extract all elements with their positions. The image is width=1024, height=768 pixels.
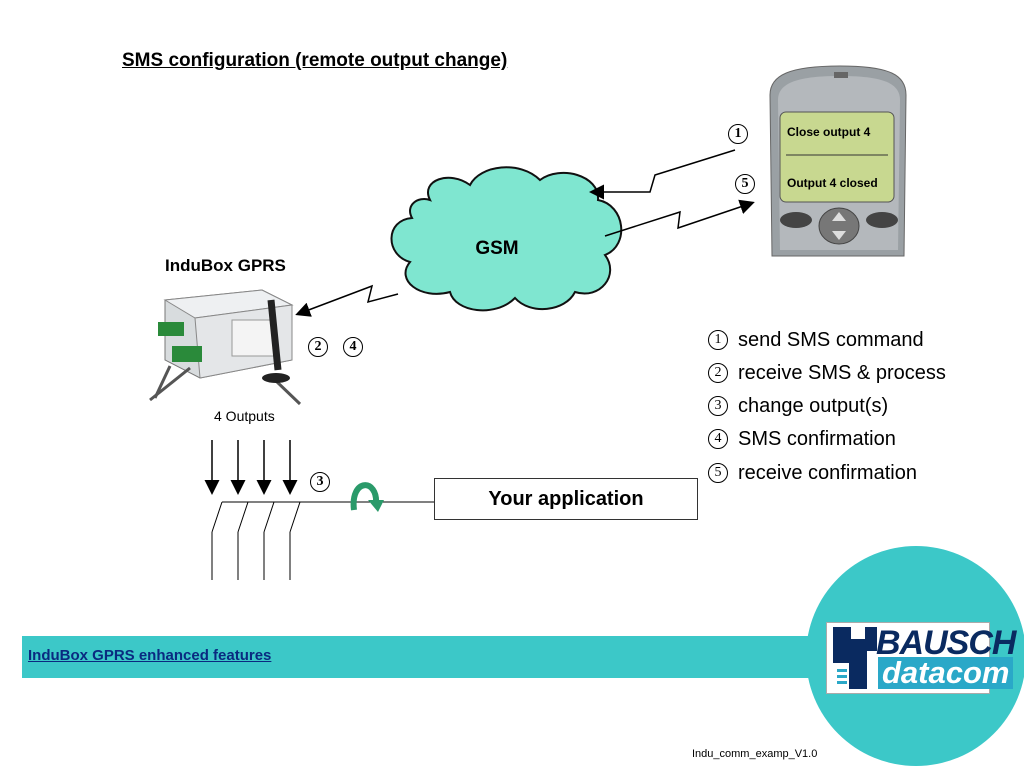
- phone-screen-line-2: Output 4 closed: [787, 176, 878, 190]
- legend-text: send SMS command: [738, 328, 924, 351]
- legend-number: 4: [708, 429, 728, 449]
- sms-arrow-phone-to-gsm: [589, 149, 736, 200]
- page-title: SMS configuration (remote output change): [122, 50, 508, 71]
- phone-screen-line-1: Close output 4: [787, 125, 871, 139]
- logo-text-bottom: datacom: [878, 657, 1014, 689]
- footer-link[interactable]: InduBox GPRS enhanced features: [28, 647, 272, 664]
- legend-number: 1: [708, 330, 728, 350]
- step-marker-1: 1: [728, 124, 748, 144]
- version-label: Indu_comm_examp_V1.0: [692, 748, 818, 760]
- gsm-cloud: [390, 166, 623, 312]
- switch-change-icon: [350, 482, 384, 512]
- sms-arrow-gsm-to-device: [295, 284, 399, 317]
- legend-text: change output(s): [738, 394, 889, 417]
- legend-text: SMS confirmation: [738, 427, 896, 450]
- indubox-device: [149, 289, 302, 406]
- step-marker-5: 5: [735, 174, 755, 194]
- step-marker-2: 2: [308, 337, 328, 357]
- logo-mark-icon: [833, 627, 877, 689]
- gsm-label: GSM: [475, 238, 519, 259]
- mobile-phone: [769, 65, 907, 257]
- legend-item: 5 receive confirmation: [708, 460, 917, 486]
- step-marker-3: 3: [310, 472, 330, 492]
- legend-number: 3: [708, 396, 728, 416]
- legend-text: receive SMS & process: [738, 361, 946, 384]
- legend-number: 2: [708, 363, 728, 383]
- application-box: Your application: [434, 478, 698, 520]
- outputs-label: 4 Outputs: [214, 408, 275, 424]
- legend-item: 2 receive SMS & process: [708, 360, 946, 386]
- sms-arrow-gsm-to-phone: [604, 199, 755, 237]
- device-label: InduBox GPRS: [165, 256, 286, 275]
- footer-band: [22, 636, 822, 678]
- step-marker-4: 4: [343, 337, 363, 357]
- legend-number: 5: [708, 463, 728, 483]
- legend-item: 1 send SMS command: [708, 327, 924, 353]
- output-switches: [211, 501, 301, 580]
- logo-text-top: BAUSCH: [876, 624, 1016, 662]
- legend-item: 3 change output(s): [708, 393, 888, 419]
- legend-text: receive confirmation: [738, 461, 917, 484]
- legend-item: 4 SMS confirmation: [708, 426, 896, 452]
